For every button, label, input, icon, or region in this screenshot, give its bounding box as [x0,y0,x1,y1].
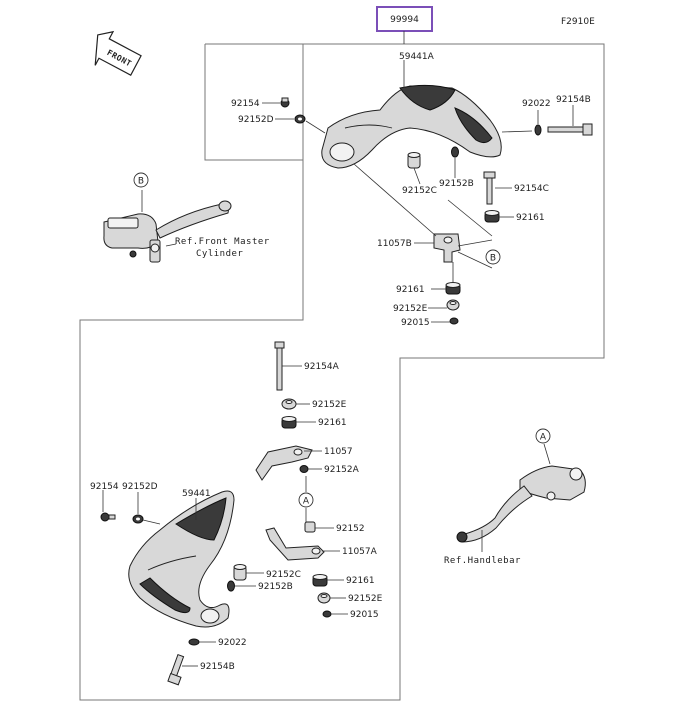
marker-b-master-cylinder-label: B [138,177,144,187]
screw-lower-left[interactable] [100,512,116,522]
upper-frame [79,43,605,701]
upper-frame-left [204,44,303,161]
label-92154b-upper[interactable]: 92154B [556,95,591,105]
assembly-number-box[interactable] [376,6,433,32]
damper-upper-top[interactable] [484,210,500,223]
figure-code: F2910E [561,17,595,27]
label-92152b-upper[interactable]: 92152B [439,179,474,189]
marker-b-upper-label: B [490,254,496,264]
label-11057-lower[interactable]: 11057 [324,447,353,457]
label-11057b-upper[interactable]: 11057B [377,239,412,249]
front-arrow: FRONT [94,30,142,76]
collar-d-upper[interactable] [294,114,306,124]
marker-a-handlebar [535,428,551,444]
label-92161-upper-bottom[interactable]: 92161 [396,285,425,295]
collar-lower[interactable] [304,521,316,533]
ref-front-master-line1: Ref.Front Master [175,237,270,247]
assembly-number[interactable]: 99994 [390,15,419,25]
collar-e-upper[interactable] [446,299,460,311]
label-92022-upper[interactable]: 92022 [522,99,551,109]
label-92152d-upper[interactable]: 92152D [238,115,274,125]
bracket-lower-a[interactable] [265,527,325,561]
collar-b-lower[interactable] [227,580,235,592]
screw-upper-left[interactable] [280,97,290,108]
label-92152c-lower[interactable]: 92152C [266,570,301,580]
label-92022-lower[interactable]: 92022 [218,638,247,648]
label-92152d-lower[interactable]: 92152D [122,482,158,492]
bolt-a-lower[interactable] [274,341,285,391]
bracket-b-upper[interactable] [433,233,461,263]
collar-b-upper[interactable] [451,146,459,158]
label-92161-upper-top[interactable]: 92161 [516,213,545,223]
ref-handlebar: Ref.Handlebar [444,556,521,566]
label-92152e-lower-bottom[interactable]: 92152E [348,594,383,604]
label-92154a-lower[interactable]: 92154A [304,362,340,372]
label-92154b-lower[interactable]: 92154B [200,662,235,672]
washer-lower[interactable] [188,638,200,646]
hand-guard-lower[interactable] [128,490,235,628]
collar-d-lower[interactable] [132,514,144,524]
marker-a-lower [298,492,314,508]
damper-lower-bottom[interactable] [312,574,328,587]
label-92161-lower-bottom[interactable]: 92161 [346,576,375,586]
hand-guard-upper[interactable] [321,84,502,169]
damper-lower-top[interactable] [281,416,297,429]
damper-upper-bottom[interactable] [445,282,461,295]
label-92161-lower-top[interactable]: 92161 [318,418,347,428]
marker-b-upper [485,249,501,265]
label-59441-lower[interactable]: 59441 [182,489,211,499]
marker-b-master-cylinder [133,172,149,188]
handlebar-lever[interactable] [456,465,586,543]
bolt-upper-right[interactable] [547,123,593,136]
ref-front-master-line2: Cylinder [196,249,243,259]
collar-c-lower[interactable] [233,564,247,581]
label-92152c-upper[interactable]: 92152C [402,186,437,196]
front-arrow-icon [94,30,142,76]
marker-a-handlebar-label: A [540,433,547,443]
label-11057a-lower[interactable]: 11057A [342,547,378,557]
collar-a-lower[interactable] [299,465,309,473]
label-92015-lower[interactable]: 92015 [350,610,379,620]
label-92015-upper[interactable]: 92015 [401,318,430,328]
label-92152a-lower[interactable]: 92152A [324,465,360,475]
label-92154-lower[interactable]: 92154 [90,482,119,492]
bracket-lower-upper[interactable] [255,445,313,481]
bolt-b-lower[interactable] [167,653,185,686]
front-master-cylinder[interactable] [103,200,232,263]
nut-upper[interactable] [449,317,459,325]
nut-lower[interactable] [322,610,332,618]
collar-e-lower-bottom[interactable] [317,592,331,604]
label-92152e-lower-top[interactable]: 92152E [312,400,347,410]
label-92152-lower[interactable]: 92152 [336,524,365,534]
label-92154c-upper[interactable]: 92154C [514,184,549,194]
washer-upper-right[interactable] [534,124,542,136]
label-92152e-upper[interactable]: 92152E [393,304,428,314]
marker-a-lower-label: A [303,497,310,507]
label-92154-upper[interactable]: 92154 [231,99,260,109]
label-59441a[interactable]: 59441A [399,52,435,62]
collar-e-lower-top[interactable] [281,398,297,410]
bolt-c-upper[interactable] [483,171,496,205]
collar-c-upper[interactable] [407,152,421,169]
label-92152b-lower[interactable]: 92152B [258,582,293,592]
